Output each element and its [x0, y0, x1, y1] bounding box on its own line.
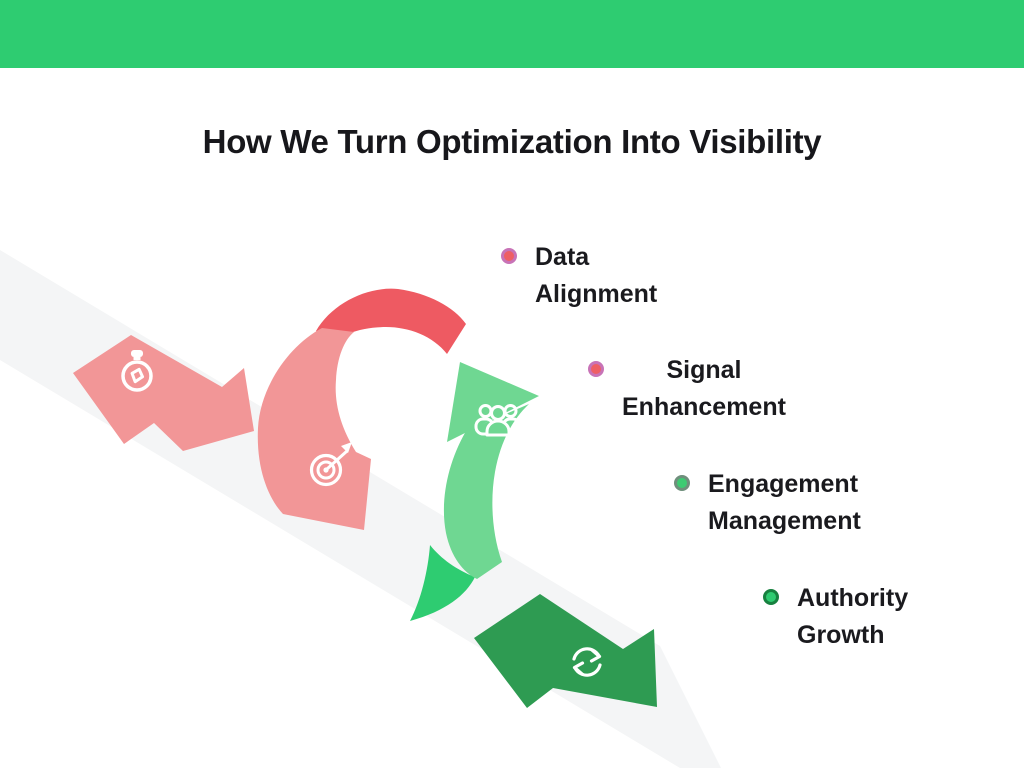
step1-line1: Data: [535, 243, 590, 271]
step2-arrow: [257, 288, 466, 530]
refresh-icon: [572, 647, 602, 677]
step4-bullet: [763, 589, 779, 605]
stopwatch-icon: [121, 350, 153, 392]
step2-bullet: [588, 361, 604, 377]
step1-bullet: [501, 248, 517, 264]
step4-line1: Authority: [797, 584, 909, 612]
step2-line2: Enhancement: [622, 393, 786, 421]
step3-arrow: [410, 362, 539, 621]
people-icon: [474, 404, 522, 437]
step1-arrow: [73, 335, 254, 451]
target-icon: [309, 442, 352, 487]
step3-bullet: [674, 475, 690, 491]
step3-line2: Management: [708, 507, 861, 535]
step4-arrow: [474, 594, 657, 708]
page-title: How We Turn Optimization Into Visibility: [202, 123, 822, 160]
header-bar: [0, 0, 1024, 68]
step3-line1: Engagement: [708, 470, 859, 498]
step4-line2: Growth: [797, 621, 885, 649]
step2-line1: Signal: [666, 356, 742, 384]
step1-line2: Alignment: [535, 280, 658, 308]
